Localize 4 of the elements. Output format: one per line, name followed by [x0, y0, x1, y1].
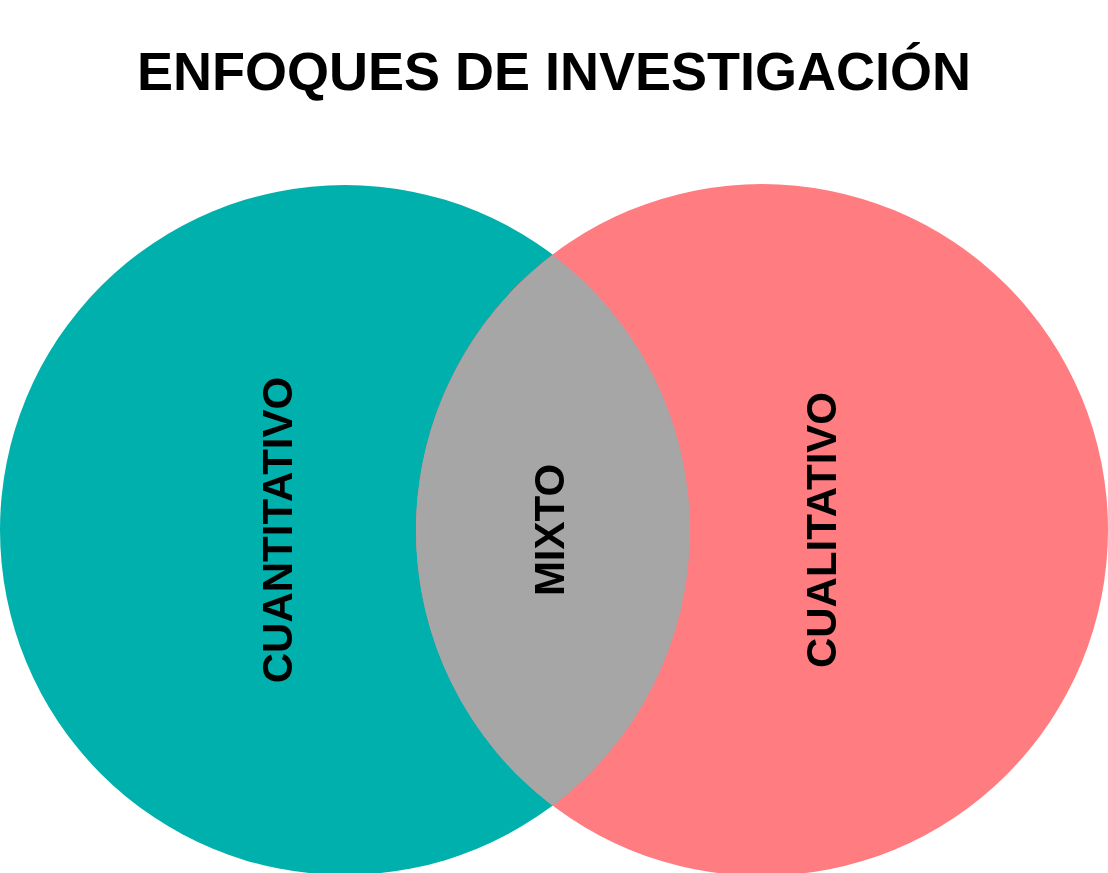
- title: ENFOQUES DE INVESTIGACIÓN: [135, 40, 973, 102]
- region-label: MIXTO: [526, 463, 574, 597]
- region-label: CUALITATIVO: [798, 391, 846, 669]
- region-label: CUANTITATIVO: [254, 376, 302, 684]
